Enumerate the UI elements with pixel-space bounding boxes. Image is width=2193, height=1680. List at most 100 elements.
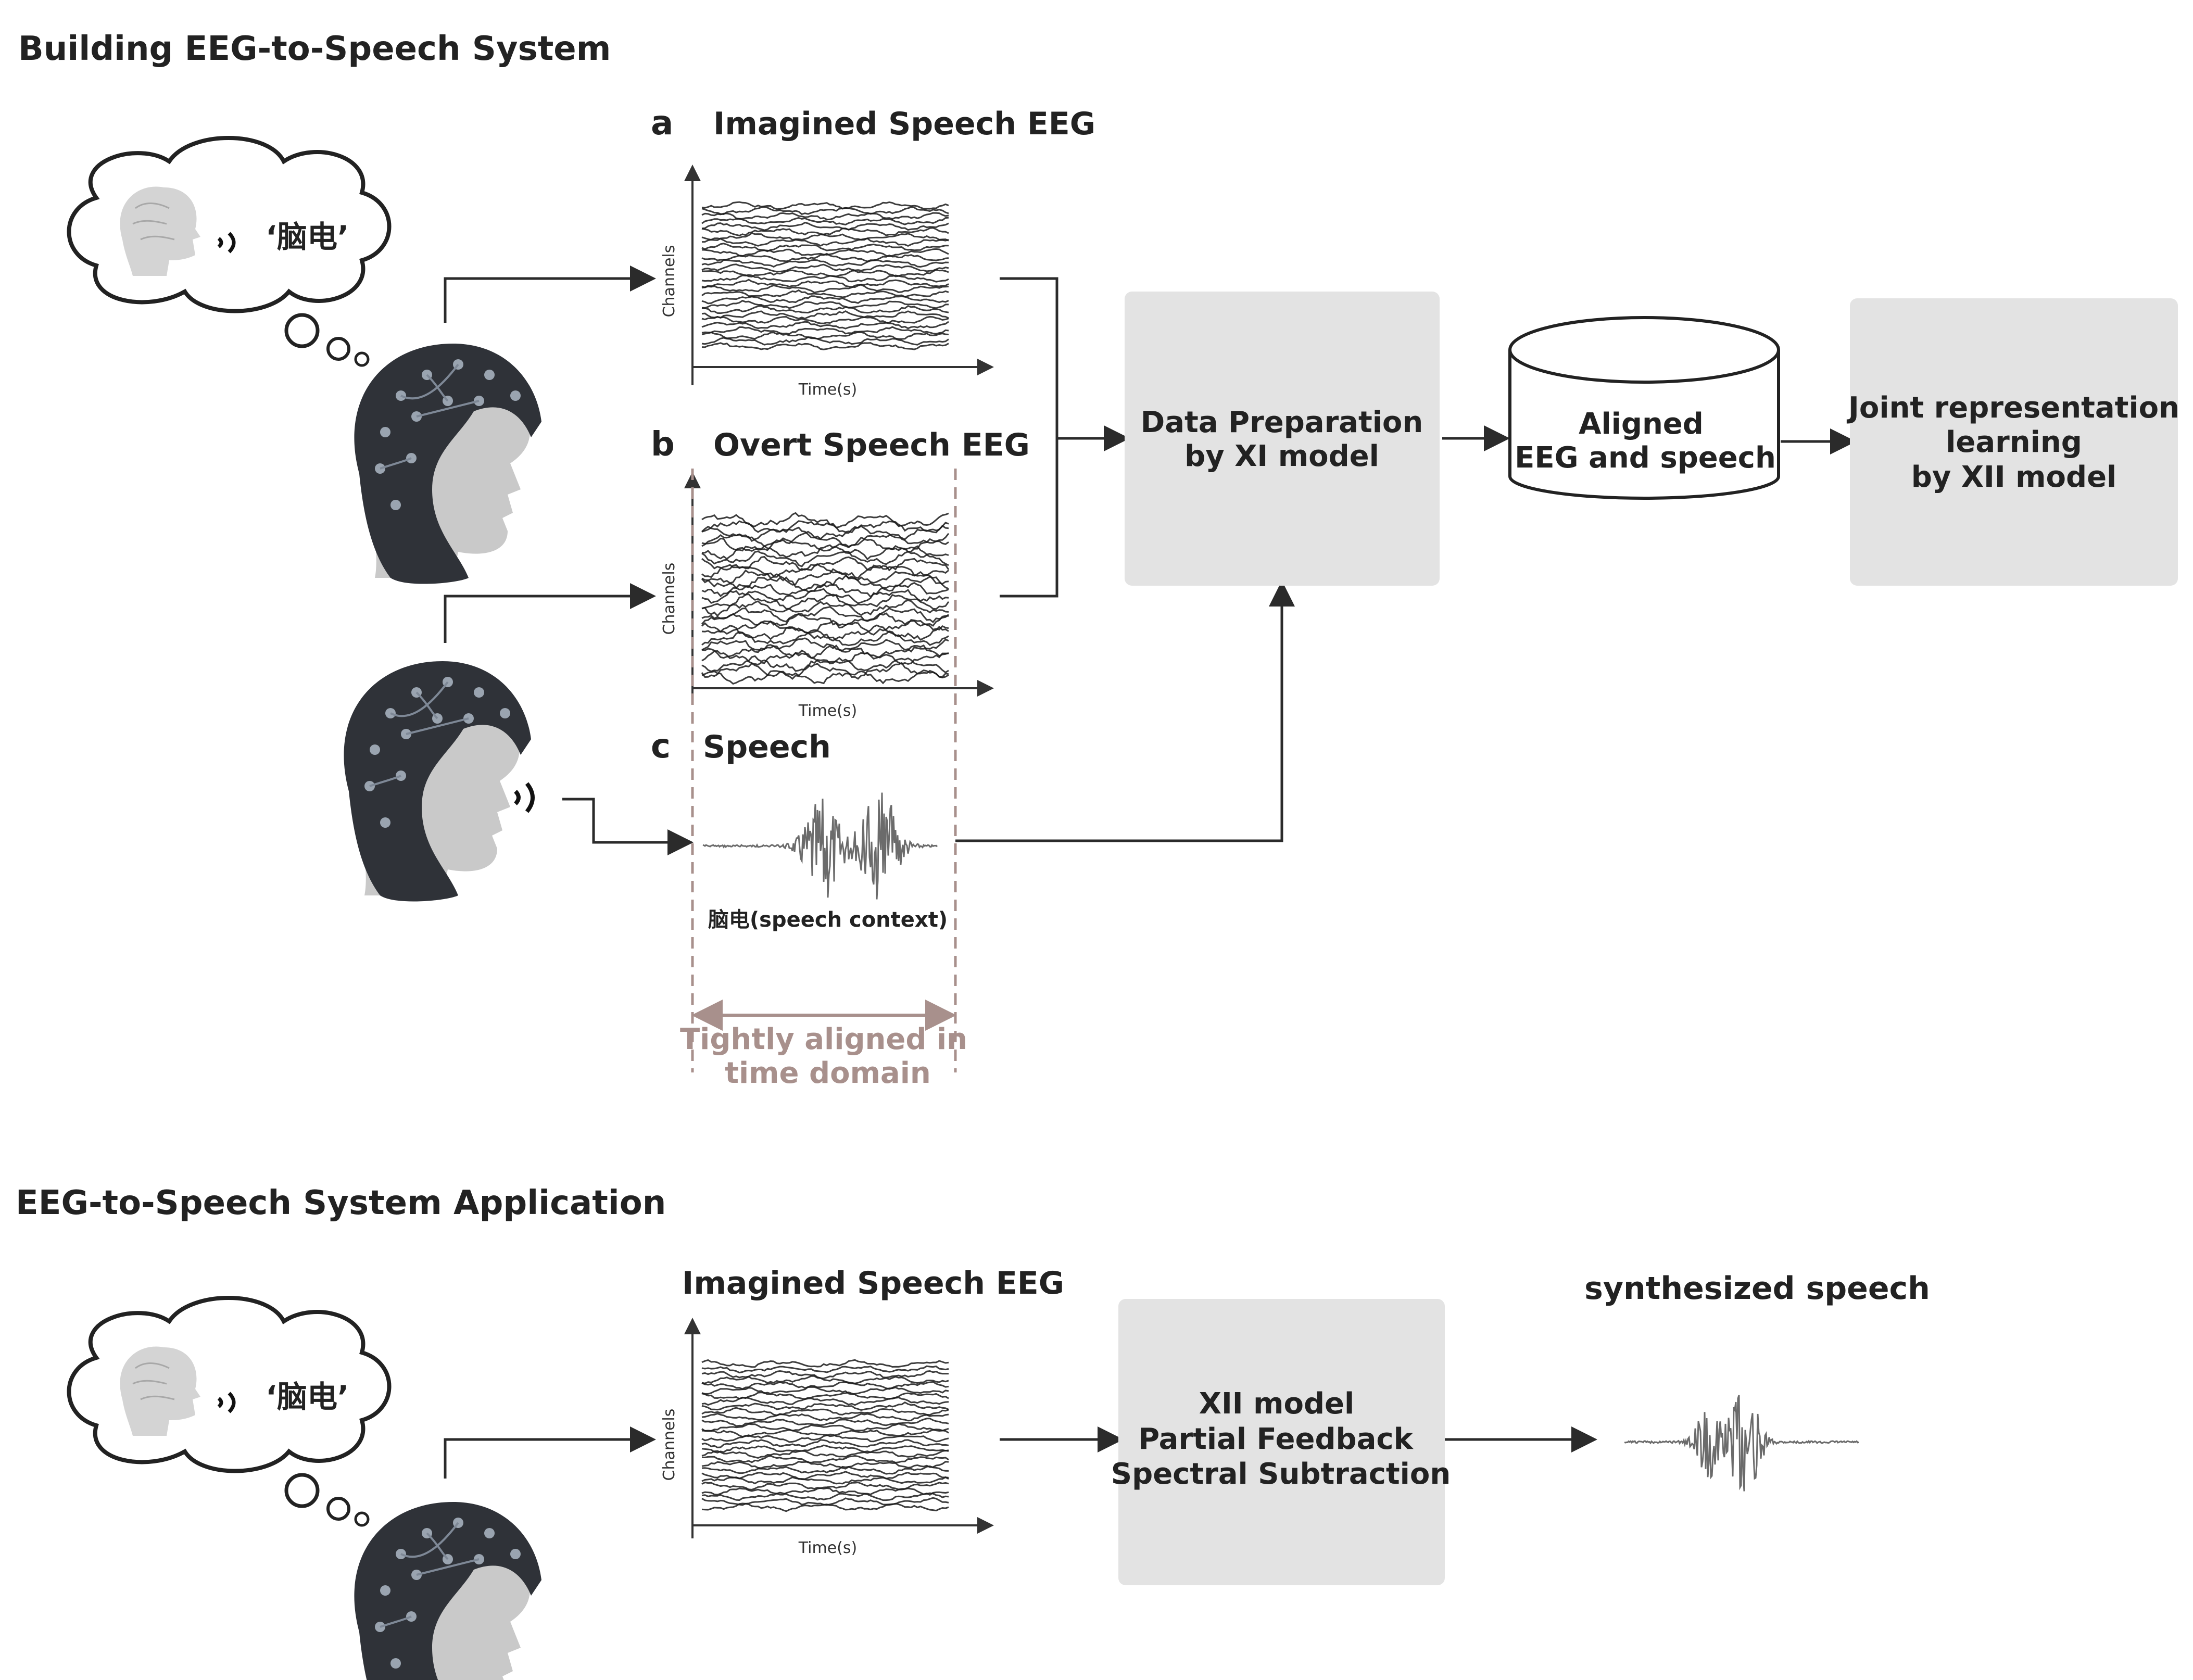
eeg-trace-line [701,580,949,598]
section-title-application: EEG-to-Speech System Application [16,1184,666,1222]
xii-line2: Partial Feedback [1138,1422,1414,1456]
eeg-trace-line [701,588,949,604]
eeg-trace-line [701,321,949,330]
xii-line3: Spectral Subtraction [1111,1457,1451,1491]
eeg-trace-line [701,530,950,549]
eeg-trace-line [701,1401,949,1411]
panel-a-traces [701,201,949,350]
eeg-trace-line [701,599,949,617]
arrow-head-to-panel-b [444,583,656,643]
eeg-trace-line [701,1471,949,1480]
eeg-trace-line [701,669,949,685]
eeg-trace-line [701,252,949,262]
eeg-trace-line [701,331,949,340]
eeg-trace-line [701,612,949,629]
arrow-head-to-panel-a [444,266,656,323]
eeg-trace-line [701,299,949,309]
joint-representation-box: Joint representation learning by XII mod… [1846,298,2179,586]
eeg-trace-line [701,1407,949,1417]
eeg-trace-line [701,662,949,680]
thought-cloud-bottom: ‘脑电’ [69,1298,389,1525]
arrow-speech-to-data-prep [955,580,1295,842]
eeg-trace-line [701,1502,949,1512]
data-prep-box: Data Preparation by XI model [1125,292,1440,586]
eeg-trace-line [701,315,949,324]
eeg-trace-line [701,1487,949,1496]
joint-line1: Joint representation [1846,391,2179,425]
arrow-speaker-to-speech [562,798,694,855]
eeg-trace-line [701,1412,949,1422]
eeg-trace-line [701,1433,949,1443]
eeg-trace-line [701,1444,949,1454]
thought-text-bottom: ‘脑电’ [266,1379,349,1414]
eeg-trace-line [701,1375,949,1384]
eeg-trace-line [701,217,949,226]
eeg-trace-line [701,544,949,561]
app-xlabel: Time(s) [798,1539,857,1557]
panel-b-eeg-plot: Channels Time(s) [660,472,994,720]
eeg-trace-line [701,550,949,567]
eeg-trace-line [701,1492,949,1501]
eeg-trace-line [701,644,949,660]
app-ylabel: Channels [660,1409,678,1481]
aligned-line2: EEG and speech [1515,441,1776,475]
joint-line2: learning [1946,425,2082,459]
eeg-trace-line [701,1449,949,1459]
panel-c-speech-waveform [702,792,938,900]
aligned-note-line1: Tightly aligned in [680,1022,967,1056]
app-panel-title: Imagined Speech EEG [682,1265,1064,1302]
panel-a-title: Imagined Speech EEG [713,106,1095,142]
eeg-trace-line [701,563,949,579]
eeg-trace-line [701,593,950,610]
eeg-trace-line [701,326,949,335]
speaking-waves-icon [514,782,535,813]
xii-line1: XII model [1199,1387,1354,1421]
panel-b-title: Overt Speech EEG [713,427,1030,463]
eeg-trace-line [701,221,949,231]
panel-c-caption: 脑电(speech context) [708,908,948,932]
panel-a-letter: a [651,104,673,143]
arrow-app-head-to-eeg [444,1426,656,1479]
panel-c-letter: c [651,727,671,766]
panel-b-xlabel: Time(s) [798,702,857,720]
eeg-trace-line [701,1439,949,1448]
panel-c-title: Speech [703,729,831,765]
panel-b-traces [701,512,950,685]
eeg-trace-line [701,1422,949,1432]
eeg-trace-line [701,1365,949,1374]
eeg-trace-line [701,637,949,653]
eeg-trace-line [701,655,949,674]
eeg-trace-line [701,274,949,283]
joint-line3: by XII model [1911,460,2117,494]
eeg-trace-line [702,269,949,277]
eeg-trace-line [701,305,949,314]
panel-a-eeg-plot: Channels Time(s) [660,165,994,399]
eeg-trace-line [701,263,949,273]
eeg-trace-line [701,1465,949,1475]
synth-title: synthesized speech [1584,1270,1930,1307]
eeg-trace-line [701,295,949,305]
data-prep-line1: Data Preparation [1141,406,1423,439]
eeg-trace-line [701,1418,949,1427]
eeg-trace-line [701,1386,949,1395]
eeg-trace-line [701,512,949,529]
eeg-trace-line [701,342,949,350]
eeg-trace-line [701,520,949,534]
eeg-trace-line [701,232,949,242]
app-traces [701,1359,949,1512]
panel-a-xlabel: Time(s) [798,381,857,399]
eeg-trace-line [701,574,949,592]
eeg-trace-line [701,606,949,623]
aligned-database-cylinder: Aligned EEG and speech [1508,316,1780,500]
eeg-trace-line [701,1476,949,1485]
eeg-trace-line [701,1381,949,1390]
eeg-trace-line [701,279,949,288]
panel-a-ylabel: Channels [660,245,678,318]
eeg-trace-line [701,1370,949,1380]
data-prep-line2: by XI model [1184,439,1379,473]
eeg-trace-line [701,1461,949,1470]
panel-b-letter: b [651,425,675,464]
section-title-building: Building EEG-to-Speech System [18,30,611,68]
eeg-trace-line [701,336,949,346]
